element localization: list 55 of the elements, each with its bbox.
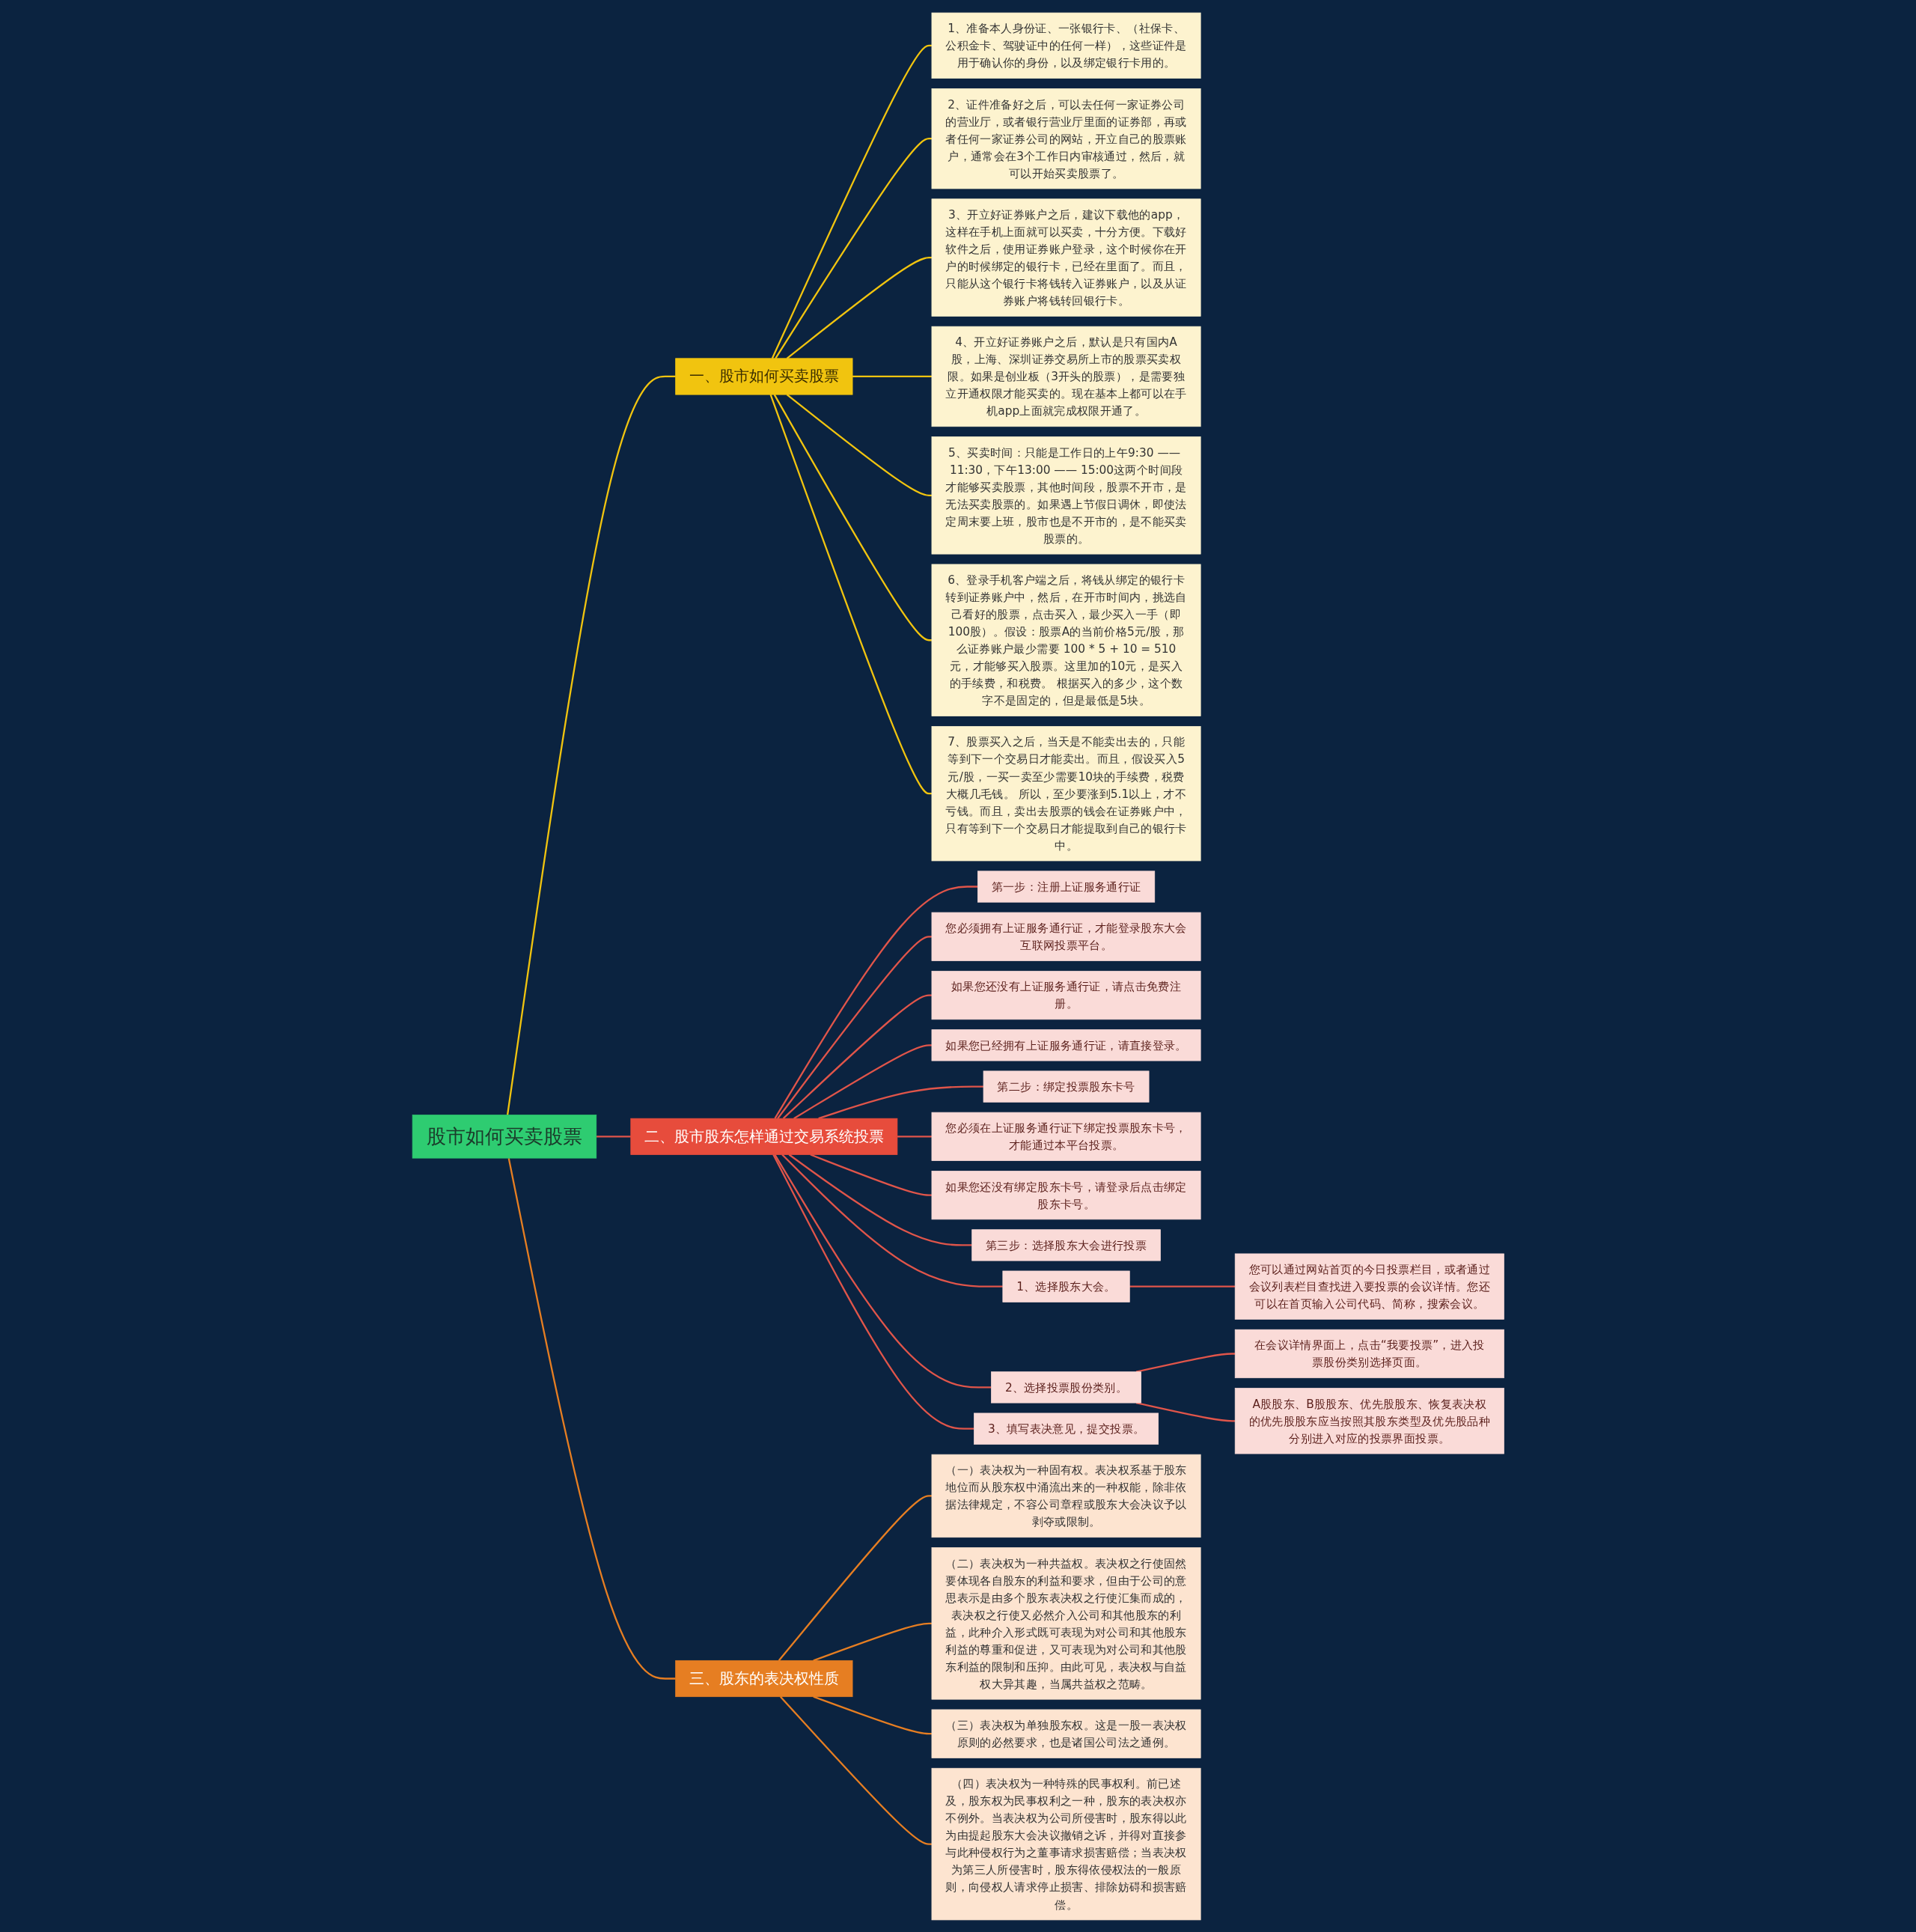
node-box: 5、买卖时间：只能是工作日的上午9:30 —— 11:30，下午13:00 —— 15:00这两个时间段才能够买卖股票，其他时间段，股票不开市，是无法买卖股票的。如果遇上节假日调休，即使法定周末要上班，股市也是不开市的，是不能买卖股票的。: [931, 436, 1201, 554]
connector: [852, 375, 932, 377]
node-box: 1、选择股东大会。: [1002, 1270, 1130, 1302]
node-box: 如果您还没有上证服务通行证，请点击免费注册。: [931, 970, 1201, 1020]
connector: [774, 137, 932, 359]
connector: [776, 935, 932, 1119]
connector: [813, 1695, 932, 1734]
node-box: A股股东、B股股东、优先股股东、恢复表决权的优先股股东应当按照其股东类型及优先股品种分别进入对应的投票界面投票。: [1234, 1387, 1504, 1454]
node-box: 股市如何买卖股票: [412, 1114, 597, 1159]
node-box: 3、开立好证券账户之后，建议下载他的app，这样在手机上面就可以买卖，十分方便。下载好软件之后，使用证券账户登录，这个时候你在开户的时候绑定的银行卡，已经在里面了。而且，只能从这个银行卡将钱转入证券账户，以及从证券账户将钱转回银行卡。: [931, 198, 1201, 317]
node-box: 1、准备本人身份证、一张银行卡、（社保卡、公积金卡、驾驶证中的任何一样），这些证件是用于确认你的身份，以及绑定银行卡用的。: [931, 12, 1201, 79]
connector: [1135, 1352, 1235, 1373]
node-box: 3、填写表决意见，提交投票。: [973, 1413, 1159, 1445]
connector: [897, 1135, 932, 1137]
connector: [771, 44, 932, 359]
connector: [1129, 1285, 1235, 1288]
connector: [781, 1154, 1003, 1288]
node-box: 您可以通过网站首页的今日投票栏目，或者通过会议列表栏目查找进入要投票的会议详情。您还可以在首页输入公司代码、简称，搜索会议。: [1234, 1253, 1504, 1320]
node-box: 7、股票买入之后，当天是不能卖出去的，只能等到下一个交易日才能卖出。而且，假设买入5元/股，一买一卖至少需要10块的手续费，税费大概几毛钱。 所以，至少要涨到5.1以上，才不亏钱。而且，卖出去股票的钱会在证券账户中，只有等到下一个交易日才能提取到自己的银行卡中。: [931, 725, 1201, 861]
node-box: 第三步：选择股东大会进行投票: [971, 1228, 1161, 1261]
connector: [782, 993, 932, 1119]
node-box: 如果您还没有绑定股东卡号，请登录后点击绑定股东卡号。: [931, 1170, 1201, 1219]
connector: [778, 1494, 932, 1661]
connector: [793, 1043, 932, 1119]
connector: [772, 1154, 974, 1430]
connector: [786, 393, 932, 496]
connector: [786, 256, 932, 359]
connector: [773, 394, 932, 641]
node-box: 如果您已经拥有上证服务通行证，请直接登录。: [931, 1029, 1201, 1061]
node-box: 您必须在上证服务通行证下绑定投票股东卡号，才能通过本平台投票。: [931, 1112, 1201, 1161]
connector: [788, 1154, 972, 1246]
node-box: （二）表决权为一种共益权。表决权之行使固然要体现各自股东的利益和要求，但由于公司的意思表示是由多个股东表决权之行使汇集而成的，表决权之行使又必然介入公司和其他股东的利益，此种介入形式既可表现为对公司和其他股东利益的尊重和促进，又可表现为对公司和其他股东利益的限制和压抑。由此可见，表决权与自益权大异其趣，当属共益权之范畴。: [931, 1546, 1201, 1700]
connector: [506, 375, 676, 1115]
connector: [507, 1157, 676, 1680]
node-box: 在会议详情界面上，点击“我要投票”，进入投票股份类别选择页面。: [1234, 1329, 1504, 1378]
node-box: （三）表决权为单独股东权。这是一股一表决权原则的必然要求，也是诸国公司法之通例。: [931, 1709, 1201, 1758]
connector: [774, 885, 978, 1119]
connector: [779, 1695, 932, 1845]
connector: [769, 394, 932, 794]
node-box: （一）表决权为一种固有权。表决权系基于股东地位而从股东权中涌流出来的一种权能，除非依据法律规定，不容公司章程或股东大会决议予以剥夺或限制。: [931, 1454, 1201, 1538]
node-box: 第二步：绑定投票股东卡号: [983, 1070, 1150, 1103]
node-box: 您必须拥有上证服务通行证，才能登录股东大会互联网投票平台。: [931, 912, 1201, 961]
node-box: 2、证件准备好之后，可以去任何一家证券公司的营业厅，或者银行营业厅里面的证券部，再或者任何一家证券公司的网站，开立自己的股票账户，通常会在3个工作日内审核通过，然后，就可以开始买卖股票了。: [931, 88, 1201, 189]
node-box: 6、登录手机客户端之后，将钱从绑定的银行卡转到证券账户中，然后，在开市时间内，挑选自己看好的股票，点击买入，最少买入一手（即100股）。假设：股票A的当前价格5元/股，那么证券账户最少需要 100 * 5 + 10 = 510元，才能够买入股票。这里加的10元，是买入的手续费，和税费。 根据买入的多少，这个数字不是固定的，但是最低是5块。: [931, 564, 1201, 716]
connector: [1135, 1401, 1235, 1421]
node-box: 三、股东的表决权性质: [675, 1660, 853, 1697]
node-box: 4、开立好证券账户之后，默认是只有国内A股，上海、深圳证券交易所上市的股票买卖权限。如果是创业板（3开头的股票），是需要独立开通权限才能买卖的。现在基本上都可以在手机app上面就完成权限开通了。: [931, 326, 1201, 427]
node-box: 第一步：注册上证服务通行证: [977, 870, 1155, 903]
node-box: 二、股市股东怎样通过交易系统投票: [630, 1118, 898, 1155]
node-box: 2、选择投票股份类别。: [990, 1371, 1141, 1403]
node-box: 一、股市如何买卖股票: [675, 357, 853, 395]
connector: [596, 1135, 631, 1137]
connector: [774, 1154, 992, 1389]
node-box: （四）表决权为一种特殊的民事权利。前已述及，股东权为民事权利之一种，股东的表决权亦不例外。当表决权为公司所侵害时，股东得以此为由提起股东大会决议撤销之诉，并得对直接参与此种侵权行为之董事请求损害赔偿；当表决权为第三人所侵害时，股东得依侵权法的一般原则，向侵权人请求停止损害、排除妨碍和损害赔偿。: [931, 1767, 1201, 1920]
connector: [818, 1085, 983, 1119]
